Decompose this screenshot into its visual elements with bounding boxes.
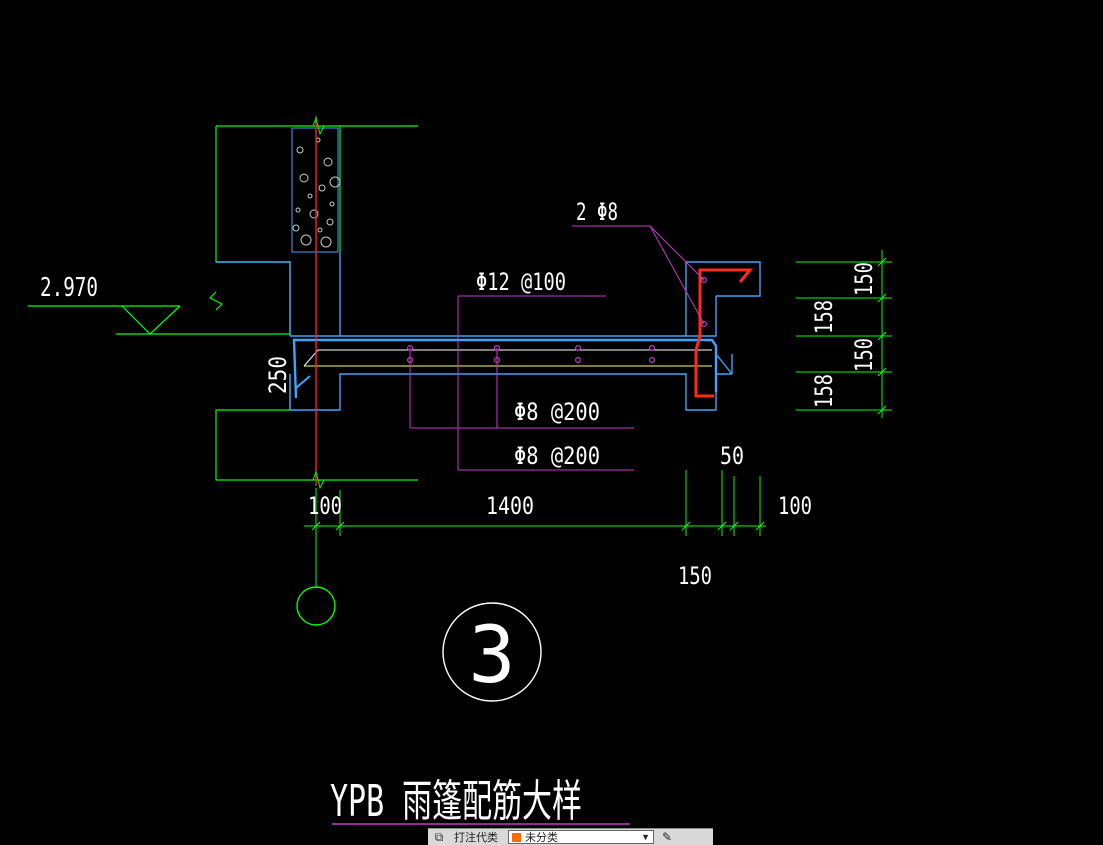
upturn-bar-highlight	[694, 268, 754, 398]
dimension-lines	[304, 250, 892, 536]
drawing-title: YPB 雨篷配筋大样	[330, 776, 582, 827]
dim-wall-offset: 100	[308, 492, 342, 520]
dim-upturn-width: 150	[678, 562, 712, 590]
masonry-hatch	[291, 127, 341, 253]
dim-upturn-gap: 50	[720, 442, 744, 470]
label-dist-bar-1: Φ8 @200	[514, 398, 600, 426]
slab-outline	[216, 252, 761, 411]
detail-number: 3	[469, 611, 516, 701]
layer-color-swatch	[512, 832, 521, 842]
label-dist-bar-2: Φ8 @200	[514, 442, 600, 470]
elevation-label: 2.970	[40, 273, 98, 303]
layer-select-value: 未分类	[525, 832, 558, 844]
chevron-down-icon[interactable]: ▼	[641, 832, 650, 842]
distribution-bars	[407, 277, 707, 364]
layer-select[interactable]: 未分类 ▼	[508, 830, 654, 844]
label-top-bar: 2 Φ8	[576, 198, 618, 226]
axis-bubble	[296, 586, 336, 626]
layer-toolbar: ⧉ 打注代类 未分类 ▼ ✎	[428, 828, 713, 845]
label-main-bar: Φ12 @100	[476, 268, 566, 296]
pen-icon[interactable]: ✎	[662, 830, 673, 844]
dim-span: 1400	[486, 492, 534, 520]
leader-lines	[409, 225, 705, 471]
layer-toolbar-label: 打注代类	[454, 832, 498, 844]
detail-number-circle	[442, 602, 542, 702]
dim-right-1: 150	[850, 262, 878, 296]
elevation-mark	[28, 305, 290, 335]
dim-right-3: 150	[850, 338, 878, 372]
dim-right-2: 158	[810, 300, 838, 334]
main-top-bar	[292, 338, 718, 399]
layers-icon[interactable]: ⧉	[434, 829, 444, 844]
dim-slab-thickness: 250	[264, 356, 292, 394]
dim-upturn-right: 100	[778, 492, 812, 520]
dim-right-4: 158	[810, 374, 838, 408]
